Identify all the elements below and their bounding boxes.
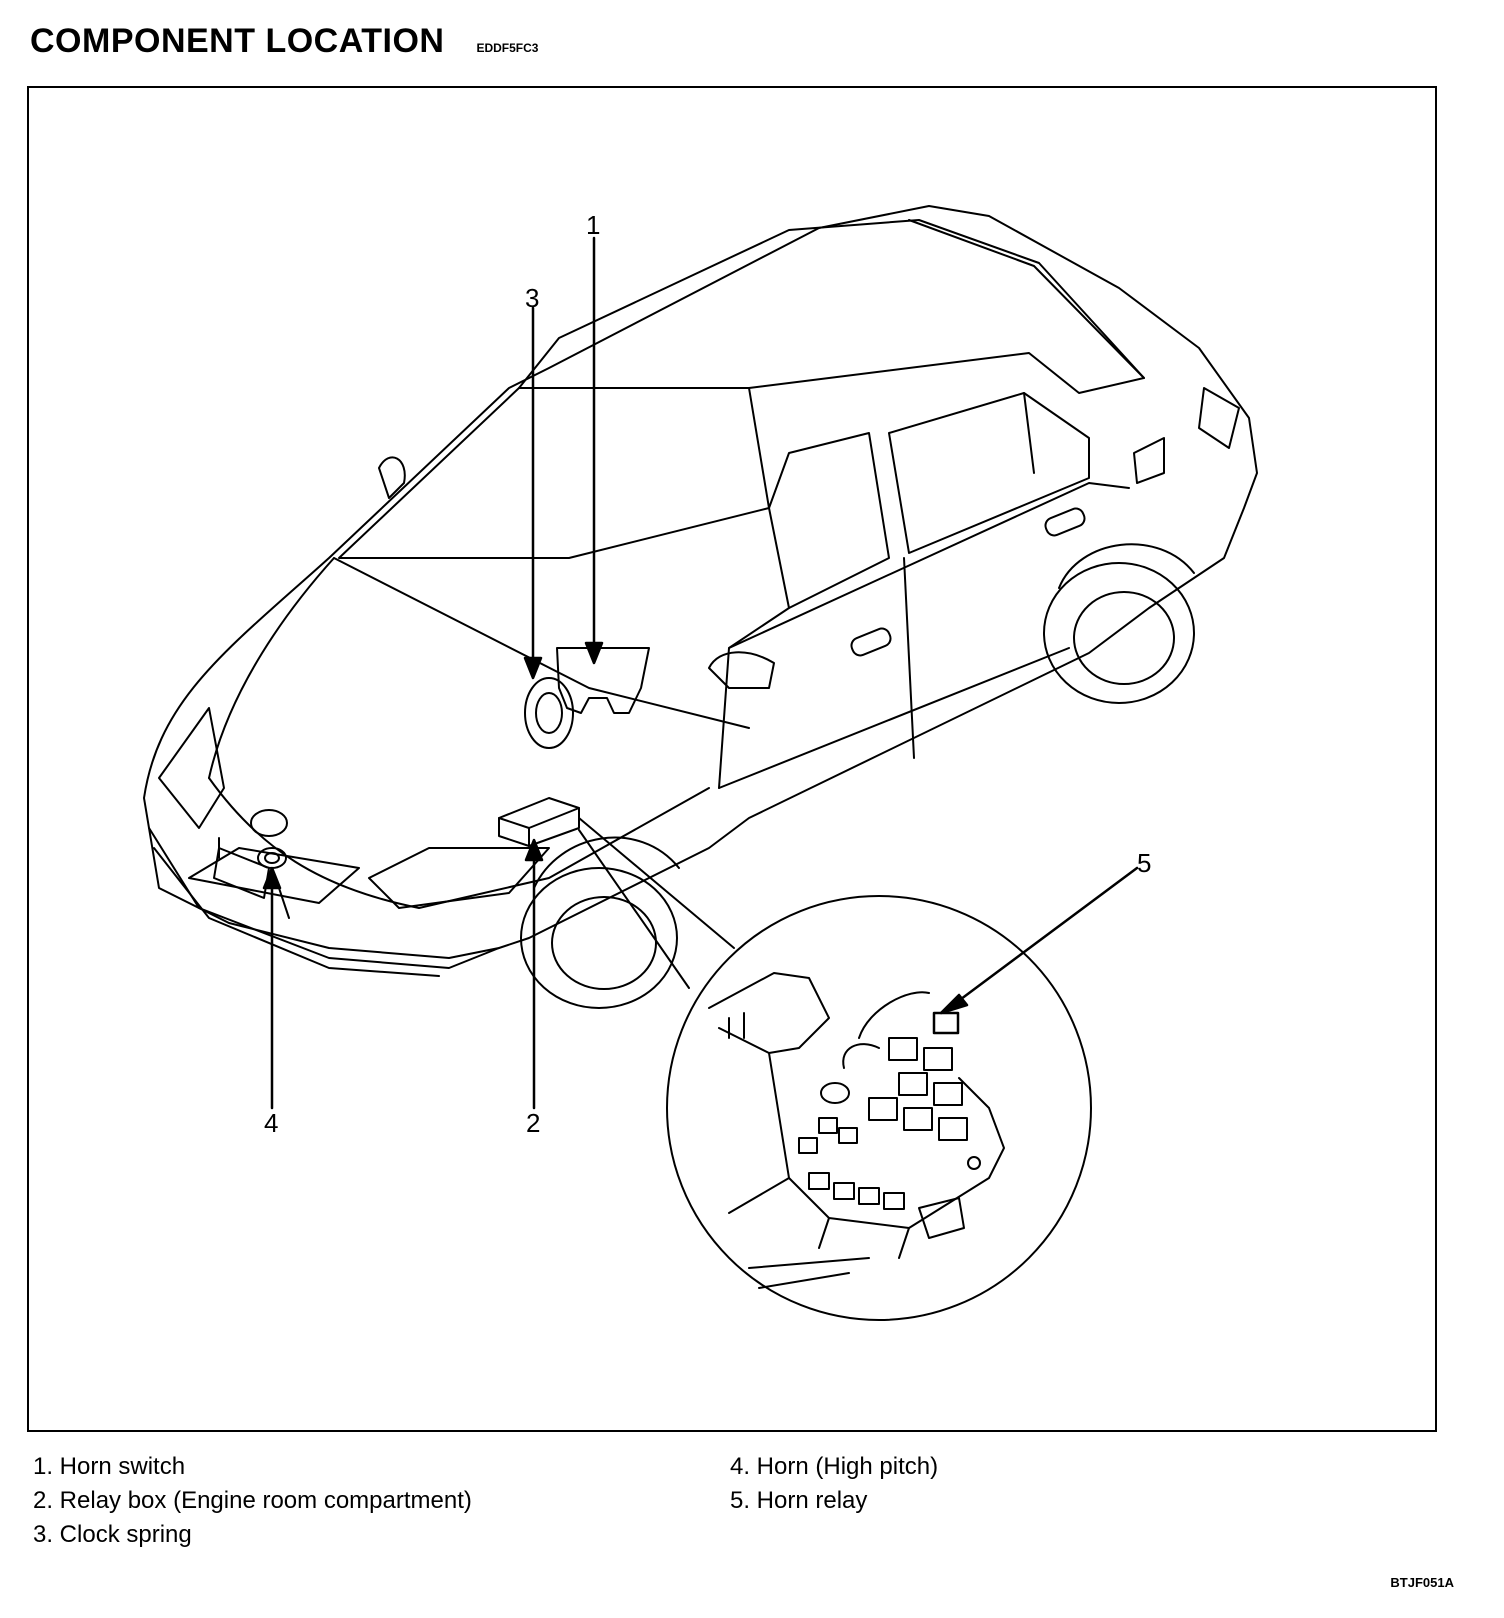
callout-5: 5: [1137, 848, 1152, 878]
callout-3: 3: [525, 283, 540, 313]
horn-switch-shape: [556, 647, 650, 714]
callout-4: 4: [264, 1108, 279, 1138]
callout-2: 2: [526, 1108, 541, 1138]
figure-code: BTJF051A: [1390, 1575, 1454, 1590]
zoom-lines: [578, 817, 735, 989]
leader-lines: [262, 236, 1139, 1110]
car-body: [143, 205, 1258, 1009]
legend-left: 1. Horn switch 2. Relay box (Engine room…: [33, 1450, 472, 1552]
legend-item-horn: 4. Horn (High pitch): [730, 1453, 939, 1480]
clock-spring-shape: [524, 677, 574, 749]
legend-right: 4. Horn (High pitch) 5. Horn relay: [730, 1450, 938, 1518]
relay-box-shape: [498, 797, 580, 847]
callout-1: 1: [586, 210, 601, 240]
legend-item-horn-relay: 5. Horn relay: [730, 1487, 868, 1514]
car-line-drawing: [143, 205, 1258, 1321]
diagram-frame: 1 3 2 4 5: [27, 86, 1437, 1432]
legend-item-clock-spring: 3. Clock spring: [33, 1521, 192, 1548]
page-header: COMPONENT LOCATION EDDF5FC3: [30, 22, 538, 61]
legend-item-relay-box: 2. Relay box (Engine room compartment): [33, 1487, 472, 1514]
legend-item-horn-switch: 1. Horn switch: [33, 1453, 186, 1480]
relay-box-detail: [666, 895, 1092, 1321]
document-code: EDDF5FC3: [476, 41, 539, 55]
horn-shape: [257, 847, 287, 869]
page-title: COMPONENT LOCATION: [30, 22, 445, 60]
